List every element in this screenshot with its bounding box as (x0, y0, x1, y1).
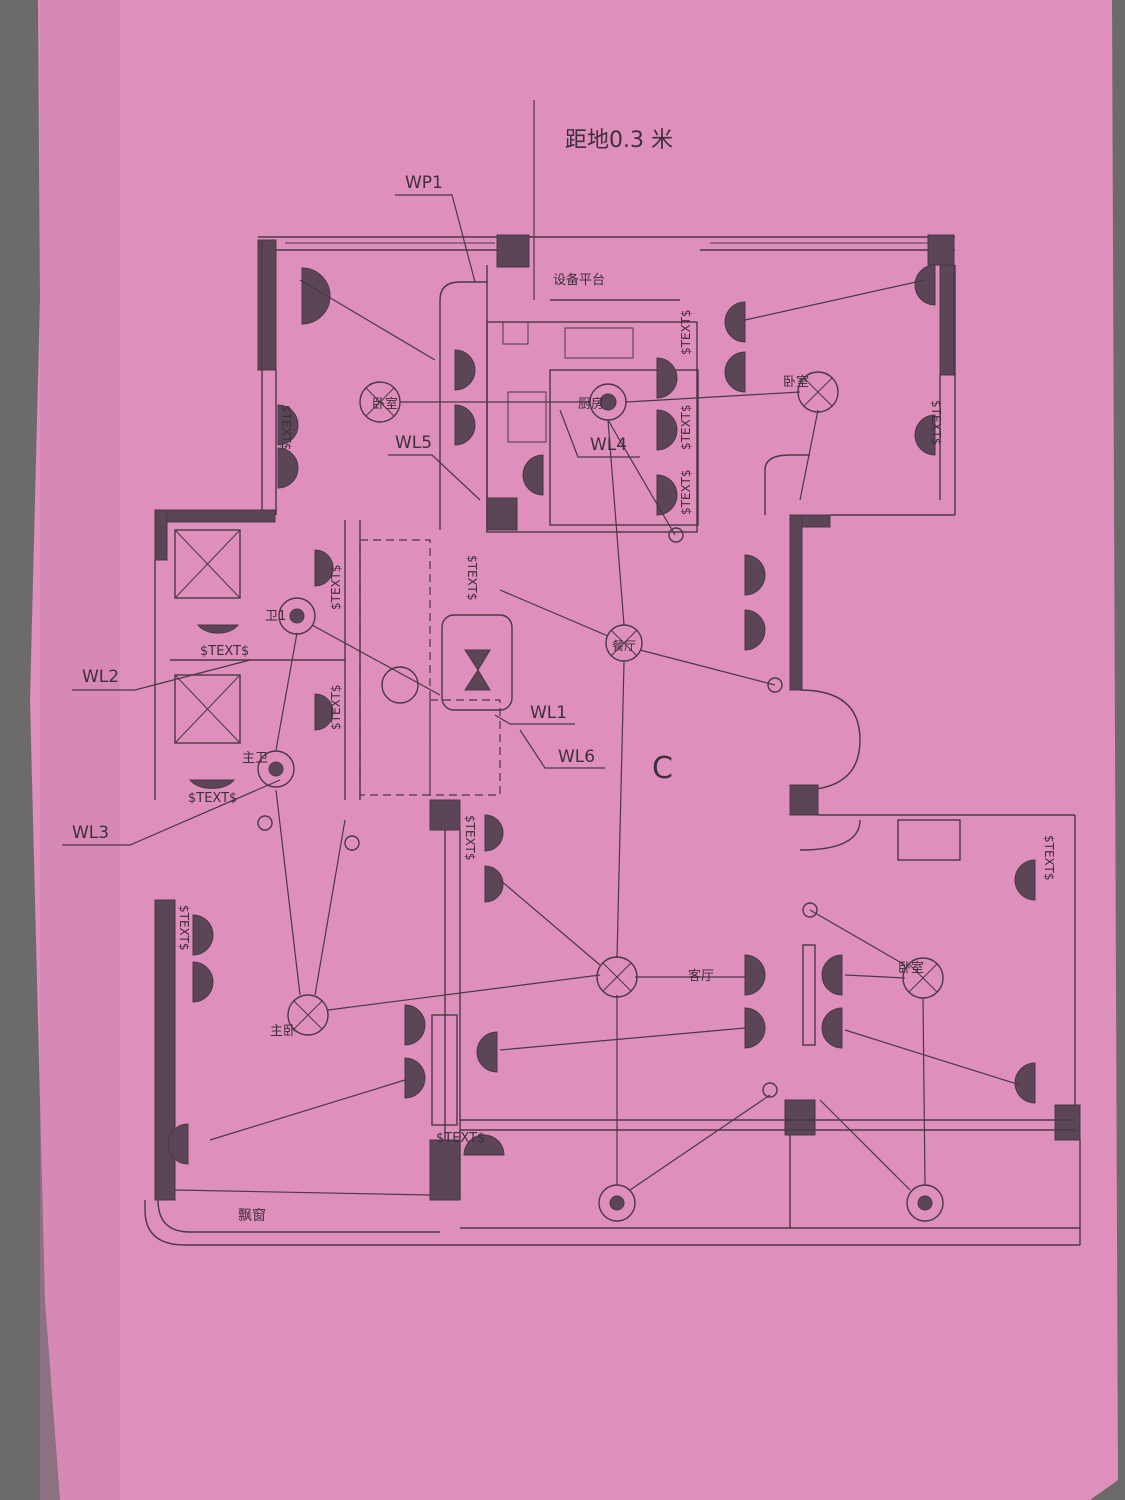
lamp-dining-small (381, 666, 419, 704)
label-wl5: WL5 (395, 433, 432, 453)
placeholder-text: $TEXT$ (465, 555, 479, 601)
label-kitchen: 厨房 (578, 396, 604, 412)
placeholder-text: $TEXT$ (188, 791, 237, 806)
lamps (257, 371, 944, 1222)
label-c: C (652, 751, 673, 786)
lamp-bath1 (278, 597, 316, 635)
placeholder-text: $TEXT$ (329, 684, 343, 730)
label-master-bath: 主卫 (242, 751, 268, 766)
placeholder-text: $TEXT$ (929, 400, 943, 446)
label-wp1: WP1 (405, 173, 443, 193)
walls (144, 234, 1081, 1246)
label-wl6: WL6 (558, 747, 595, 767)
lamp-master-bedroom (287, 994, 329, 1036)
lamp-living (596, 956, 638, 998)
placeholder-text: $TEXT$ (1042, 835, 1056, 881)
label-wl2: WL2 (82, 667, 119, 687)
label-bedroom-se: 卧室 (898, 960, 924, 976)
paper-shadow (40, 0, 120, 1500)
label-bedroom-nw: 卧室 (372, 396, 398, 412)
lamp-bedroom-se (902, 957, 944, 999)
label-equipment-platform: 设备平台 (553, 272, 605, 288)
lamp-master-bath (257, 750, 295, 788)
label-living: 客厅 (688, 968, 714, 984)
labels: 设备平台 卧室 厨房 卧室 卫1 主卫 餐厅 客厅 主卧 卧室 飘窗 C WL5… (62, 272, 1056, 1224)
label-wl3: WL3 (72, 823, 109, 843)
placeholder-text: $TEXT$ (329, 564, 343, 610)
pink-paper (30, 0, 1118, 1500)
label-bath1: 卫1 (265, 609, 286, 624)
lamp-bedroom-ne (797, 371, 839, 413)
height-note: 距地0.3 米 (565, 128, 673, 153)
placeholder-text: $TEXT$ (679, 309, 693, 355)
lamp-kitchen (589, 383, 627, 421)
placeholder-text: $TEXT$ (436, 1131, 485, 1146)
wp1-leader (395, 194, 476, 283)
placeholder-text: $TEXT$ (463, 815, 477, 861)
label-wl1: WL1 (530, 703, 567, 723)
lamp-bedroom-nw (359, 381, 401, 423)
placeholder-text: $TEXT$ (200, 644, 249, 659)
label-dining: 餐厅 (612, 638, 636, 653)
placeholder-text: $TEXT$ (679, 404, 693, 450)
label-master-bedroom: 主卧 (270, 1024, 296, 1039)
lamp-dining (605, 624, 643, 662)
placeholder-text: $TEXT$ (177, 905, 191, 951)
lamp-balcony-2 (906, 1184, 944, 1222)
label-bay-window: 飘窗 (238, 1207, 266, 1224)
lamp-balcony-1 (598, 1184, 636, 1222)
placeholder-text: $TEXT$ (279, 405, 293, 451)
wiring (174, 279, 1021, 1196)
placeholder-text: $TEXT$ (679, 469, 693, 515)
outlets (167, 264, 1036, 1165)
label-bedroom-ne: 卧室 (783, 374, 809, 390)
label-wl4: WL4 (590, 435, 627, 455)
